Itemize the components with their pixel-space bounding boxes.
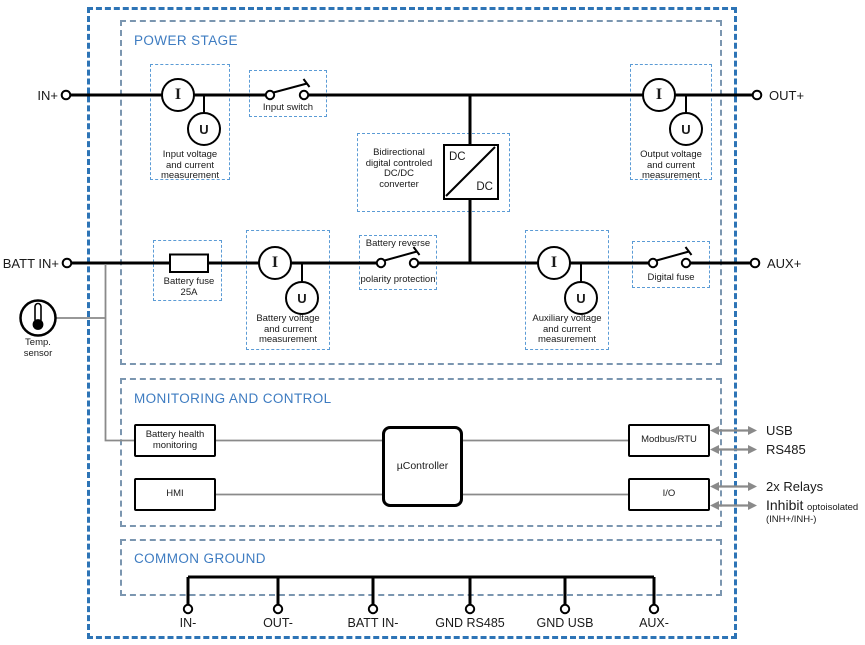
in-plus-terminal bbox=[60, 89, 72, 101]
modbus-label: Modbus/RTU bbox=[641, 434, 697, 446]
reverse-protection-caption-bottom: polarity protection bbox=[360, 274, 436, 285]
battery-fuse-label: Battery fuse 25A bbox=[163, 276, 215, 298]
battery-health-label: Battery health monitoring bbox=[145, 428, 205, 451]
meter-letter: I bbox=[655, 86, 663, 103]
batt-in-plus-label: BATT IN+ bbox=[2, 256, 59, 271]
in-minus-label: IN- bbox=[179, 616, 197, 630]
out-plus-label: OUT+ bbox=[769, 88, 805, 103]
aux-plus-label: AUX+ bbox=[767, 256, 802, 271]
meter-letter: U bbox=[681, 121, 691, 137]
out-minus-label: OUT- bbox=[263, 616, 293, 630]
in-minus-terminal bbox=[182, 603, 194, 615]
battery-measurement-frame bbox=[246, 230, 330, 350]
dc-in-label: DC bbox=[449, 151, 466, 163]
meter-letter: I bbox=[271, 254, 279, 271]
ground-terminal-circles bbox=[182, 603, 660, 615]
rs485-port-label: RS485 bbox=[766, 442, 806, 457]
battery-current-meter: I bbox=[258, 246, 292, 280]
out-plus-terminal bbox=[751, 89, 763, 101]
dcdc-diagonal bbox=[445, 146, 496, 197]
port-arrows bbox=[710, 426, 757, 510]
inhibit-pins-label: (INH+/INH-) bbox=[766, 514, 817, 525]
batt-in-minus-terminal bbox=[367, 603, 379, 615]
gnd-rs485-label: GND RS485 bbox=[435, 616, 505, 630]
gnd-usb-label: GND USB bbox=[536, 616, 594, 630]
aux-plus-terminal bbox=[749, 257, 761, 269]
dc-out-label: DC bbox=[476, 181, 493, 193]
sense-wires bbox=[55, 264, 134, 442]
out-minus-terminal bbox=[272, 603, 284, 615]
io-label: I/O bbox=[662, 488, 676, 500]
ground-bus bbox=[186, 575, 656, 604]
aux-minus-label: AUX- bbox=[639, 616, 669, 630]
converter-caption: Bidirectional digital controled DC/DC co… bbox=[365, 147, 433, 190]
aux-voltage-meter: U bbox=[564, 281, 598, 315]
meter-letter: U bbox=[199, 121, 209, 137]
batt-in-plus-terminal bbox=[61, 257, 73, 269]
inhibit-arrow bbox=[710, 501, 757, 510]
usb-arrow bbox=[710, 426, 757, 435]
rs485-arrow bbox=[710, 445, 757, 454]
ucontroller-label: µController bbox=[396, 460, 449, 473]
hmi-label: HMI bbox=[166, 488, 184, 500]
input-switch-symbol bbox=[264, 78, 311, 101]
relays-arrow bbox=[710, 482, 757, 491]
inhibit-note-label: optoisolated bbox=[806, 502, 859, 513]
meter-letter: I bbox=[174, 86, 182, 103]
inhibit-label: Inhibit bbox=[766, 497, 804, 513]
digital-fuse-label: Digital fuse bbox=[647, 272, 695, 283]
inhibit-port-label: Inhibit optoisolated bbox=[766, 497, 858, 513]
battery-voltage-meter: U bbox=[285, 281, 319, 315]
input-measurement-frame bbox=[150, 64, 230, 180]
common-ground-frame bbox=[120, 539, 722, 596]
aux-current-meter: I bbox=[537, 246, 571, 280]
battery-health-block: Battery health monitoring bbox=[134, 424, 216, 457]
outer-frame bbox=[87, 7, 737, 639]
dcdc-converter-block: DC DC bbox=[443, 144, 499, 200]
input-switch-label: Input switch bbox=[262, 102, 314, 113]
input-current-meter: I bbox=[161, 78, 195, 112]
meter-letter: I bbox=[550, 254, 558, 271]
temp-sensor-label: Temp. sensor bbox=[23, 337, 53, 359]
converter-frame bbox=[357, 133, 510, 212]
gnd-rs485-terminal bbox=[464, 603, 476, 615]
aux-measurement-caption: Auxiliary voltage and current measuremen… bbox=[532, 313, 602, 346]
io-block: I/O bbox=[628, 478, 710, 511]
output-current-meter: I bbox=[642, 78, 676, 112]
battery-fuse-frame bbox=[153, 240, 222, 301]
meter-letter: U bbox=[576, 290, 586, 306]
hmi-block: HMI bbox=[134, 478, 216, 511]
input-measurement-caption: Input voltage and current measurement bbox=[160, 149, 220, 182]
monitoring-title: MONITORING AND CONTROL bbox=[134, 391, 332, 406]
power-stage-frame bbox=[120, 20, 722, 365]
battery-fuse-symbol bbox=[169, 253, 209, 273]
battery-measurement-caption: Battery voltage and current measurement bbox=[256, 313, 320, 346]
aux-minus-terminal bbox=[648, 603, 660, 615]
output-measurement-frame bbox=[630, 64, 712, 180]
switch-gap-masks bbox=[274, 89, 682, 269]
batt-in-minus-label: BATT IN- bbox=[347, 616, 399, 630]
output-voltage-meter: U bbox=[669, 112, 703, 146]
thermometer-icon bbox=[19, 299, 57, 337]
digital-fuse-switch-symbol bbox=[647, 246, 693, 269]
output-measurement-caption: Output voltage and current measurement bbox=[640, 149, 702, 182]
reverse-protection-caption-top: Battery reverse bbox=[365, 238, 431, 249]
reverse-protection-switch-symbol bbox=[375, 246, 421, 269]
terminal-circles bbox=[60, 89, 763, 269]
aux-measurement-frame bbox=[525, 230, 609, 350]
power-stage-title: POWER STAGE bbox=[134, 33, 238, 48]
common-ground-title: COMMON GROUND bbox=[134, 551, 266, 566]
in-plus-label: IN+ bbox=[37, 88, 58, 103]
gnd-usb-terminal bbox=[559, 603, 571, 615]
monitoring-frame bbox=[120, 378, 722, 527]
ucontroller-block: µController bbox=[382, 426, 463, 507]
modbus-block: Modbus/RTU bbox=[628, 424, 710, 457]
usb-port-label: USB bbox=[766, 423, 793, 438]
input-voltage-meter: U bbox=[187, 112, 221, 146]
relays-port-label: 2x Relays bbox=[766, 479, 824, 494]
meter-letter: U bbox=[297, 290, 307, 306]
